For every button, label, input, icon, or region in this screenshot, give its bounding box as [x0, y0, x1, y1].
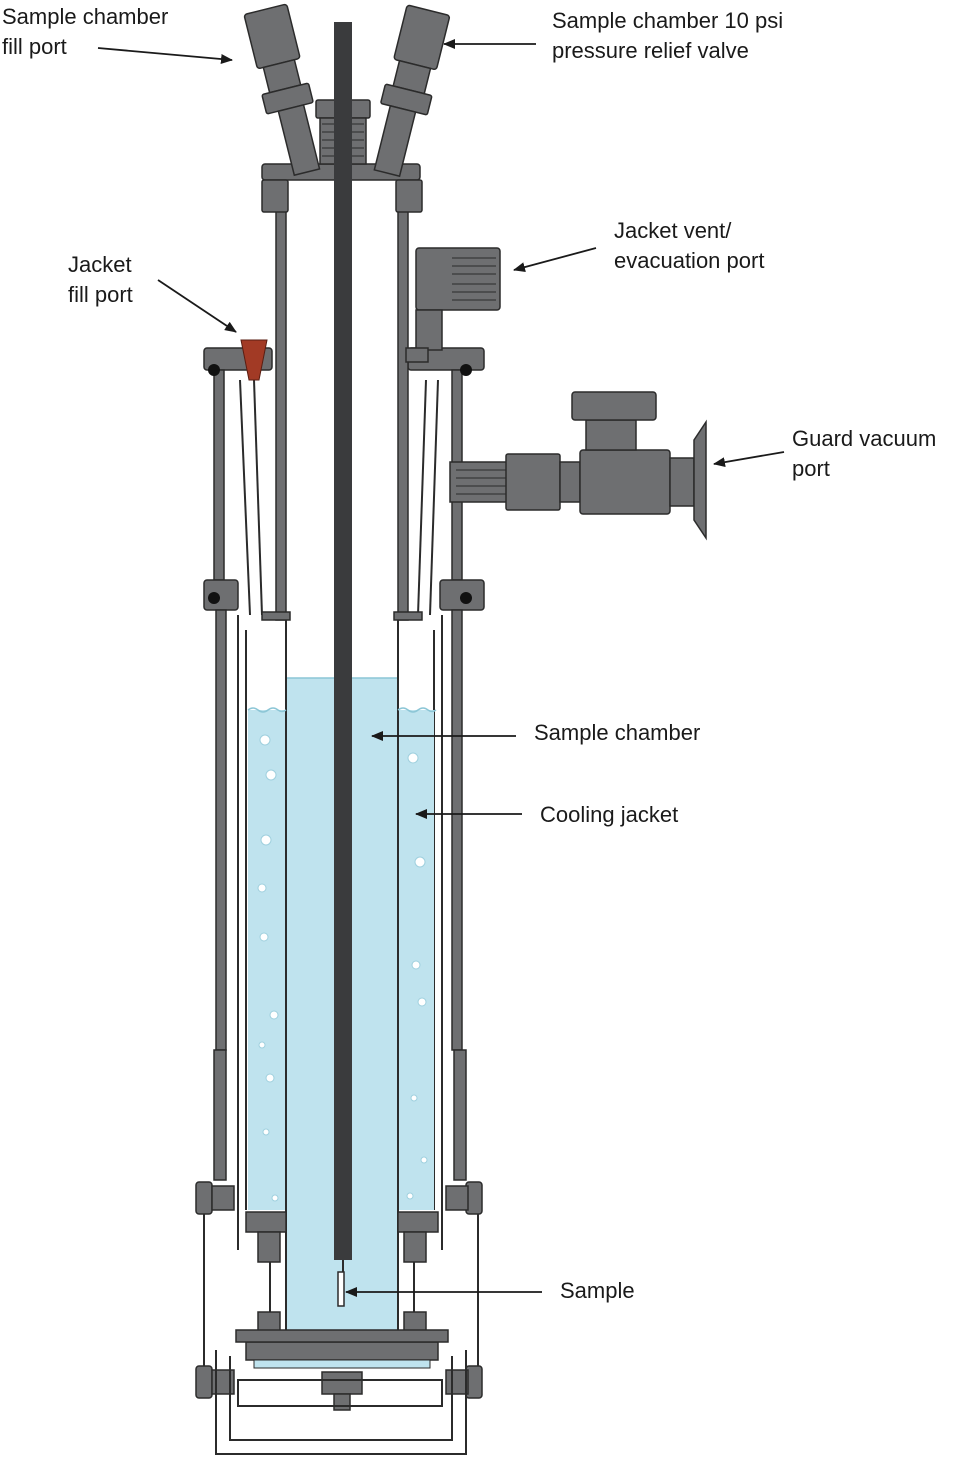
bottom-frame — [203, 1214, 479, 1455]
label-sample: Sample — [560, 1278, 635, 1303]
relief-valve-fitting — [373, 4, 451, 178]
label-sample-chamber-fill-port: Sample chamber fill port — [2, 2, 168, 62]
jacket-surface-right — [397, 707, 437, 713]
label-line: Jacket vent/ — [614, 218, 732, 243]
label-cooling-jacket: Cooling jacket — [540, 802, 679, 827]
fill-port-fitting — [243, 3, 321, 177]
label-line: port — [792, 456, 830, 481]
guard-threads — [456, 469, 506, 495]
label-line: fill port — [68, 282, 133, 307]
arrow-guard-vacuum — [713, 451, 785, 468]
arrow-jacket-vent — [513, 247, 597, 272]
label-jacket-fill-port: Jacket fill port — [68, 250, 133, 310]
vent-threads — [452, 257, 496, 301]
bubbles — [257, 734, 428, 1202]
label-line: pressure relief valve — [552, 38, 749, 63]
label-line: fill port — [2, 34, 67, 59]
label-line: evacuation port — [614, 248, 765, 273]
label-line: Guard vacuum — [792, 426, 937, 451]
jacket-liquid-right — [398, 710, 434, 1210]
arrows — [97, 39, 785, 1297]
label-line: Jacket — [68, 252, 132, 277]
guard-vacuum-valve — [449, 391, 707, 541]
label-jacket-vent: Jacket vent/ evacuation port — [614, 216, 764, 276]
label-relief-valve: Sample chamber 10 psi pressure relief va… — [552, 6, 783, 66]
sample-rod — [334, 22, 352, 1260]
jacket-surface-left — [247, 707, 287, 713]
label-line: Sample chamber — [2, 4, 169, 29]
jacket-fill-plug — [240, 339, 268, 381]
arrow-sample-fill-port — [97, 47, 233, 64]
label-guard-vacuum-port: Guard vacuum port — [792, 424, 936, 484]
sample-piece — [337, 1271, 345, 1307]
jacket-liquid-left — [248, 710, 286, 1210]
arrow-jacket-fill — [157, 279, 237, 333]
bottom-window — [253, 1359, 431, 1369]
label-line: Sample chamber 10 psi — [552, 8, 784, 33]
label-sample-chamber: Sample chamber — [534, 720, 701, 745]
jacket-vent-fitting — [405, 247, 501, 363]
